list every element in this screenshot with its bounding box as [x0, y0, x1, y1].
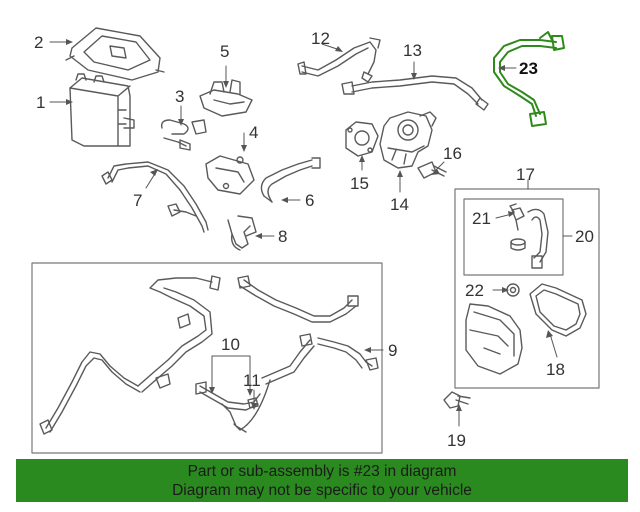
parts-diagram: 2 1 3 4 5 6 7 8 9 10 11 12 13 14 15 16 1…: [31, 27, 600, 454]
callout-22: 22: [465, 281, 484, 300]
part-23-pipe: [493, 31, 565, 127]
callout-16: 16: [443, 144, 462, 163]
callout-14: 14: [390, 195, 409, 214]
callout-17: 17: [516, 165, 535, 184]
callout-12: 12: [311, 29, 330, 48]
part-7-hose: [101, 161, 209, 233]
banner-line-2: Diagram may not be specific to your vehi…: [172, 482, 472, 499]
callout-6: 6: [305, 191, 314, 210]
part-8-clip: [227, 215, 257, 251]
part-15-gasket: [345, 121, 379, 157]
part-19-bolt: [443, 391, 471, 409]
callout-13: 13: [403, 41, 422, 60]
callout-5: 5: [220, 42, 229, 61]
leader-lines: [49, 41, 573, 427]
callout-7: 7: [133, 191, 142, 210]
part-2-bracket: [65, 27, 165, 81]
callout-18: 18: [546, 360, 565, 379]
callout-23: 23: [519, 59, 538, 78]
callout-15: 15: [350, 174, 369, 193]
callout-8: 8: [278, 227, 287, 246]
part-1-canister: [69, 73, 135, 147]
banner-line-1: Part or sub-assembly is #23 in diagram: [187, 463, 457, 480]
callout-11: 11: [243, 371, 261, 390]
callout-20: 20: [575, 227, 594, 246]
callout-3: 3: [175, 87, 184, 106]
callout-19: 19: [447, 431, 466, 450]
callout-2: 2: [34, 33, 43, 52]
callout-10: 10: [221, 335, 240, 354]
part-3-clip: [160, 119, 207, 151]
box-17: [454, 188, 600, 389]
callout-21: 21: [472, 209, 491, 228]
part-4-bracket: [205, 155, 255, 195]
part-13-tube: [341, 75, 489, 111]
part-6-hose: [260, 157, 321, 203]
part-14-valve: [379, 111, 437, 169]
part-12-hose: [297, 37, 381, 83]
box-9: [31, 262, 383, 454]
arrowheads: [66, 39, 553, 411]
callout-4: 4: [249, 123, 258, 142]
callout-labels: 2 1 3 4 5 6 7 8 9 10 11 12 13 14 15 16 1…: [34, 29, 594, 450]
part-5-bracket: [199, 79, 253, 117]
info-banner: Part or sub-assembly is #23 in diagram D…: [16, 459, 628, 502]
callout-1: 1: [36, 93, 45, 112]
callout-9: 9: [388, 341, 397, 360]
